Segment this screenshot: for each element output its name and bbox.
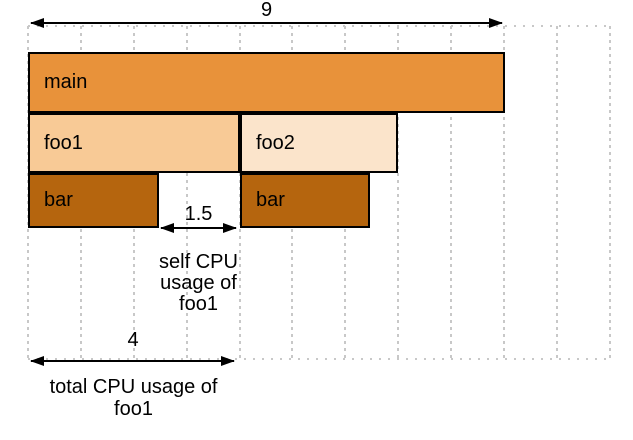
self-foo1-caption-line3: foo1	[179, 293, 218, 315]
self-foo1-caption: self CPU usage of foo1	[128, 252, 269, 315]
frame-foo1: foo1	[28, 113, 240, 173]
self-foo1-caption-line1: self CPU	[159, 251, 238, 273]
frame-foo2: foo2	[240, 113, 398, 173]
self-foo1-caption-line2: usage of	[160, 272, 237, 294]
frame-main: main	[28, 52, 505, 113]
frame-bar-under-foo1: bar	[28, 173, 159, 228]
total-foo1-caption: total CPU usage of foo1	[23, 376, 244, 420]
total-foo1-value: 4	[127, 329, 139, 351]
total-foo1-caption-line1: total CPU usage of	[49, 376, 218, 398]
frame-bar-under-foo2: bar	[240, 173, 370, 228]
total-trace-value: 9	[260, 0, 273, 21]
self-foo1-value: 1.5	[184, 203, 213, 225]
total-foo1-caption-line2: foo1	[114, 398, 153, 420]
